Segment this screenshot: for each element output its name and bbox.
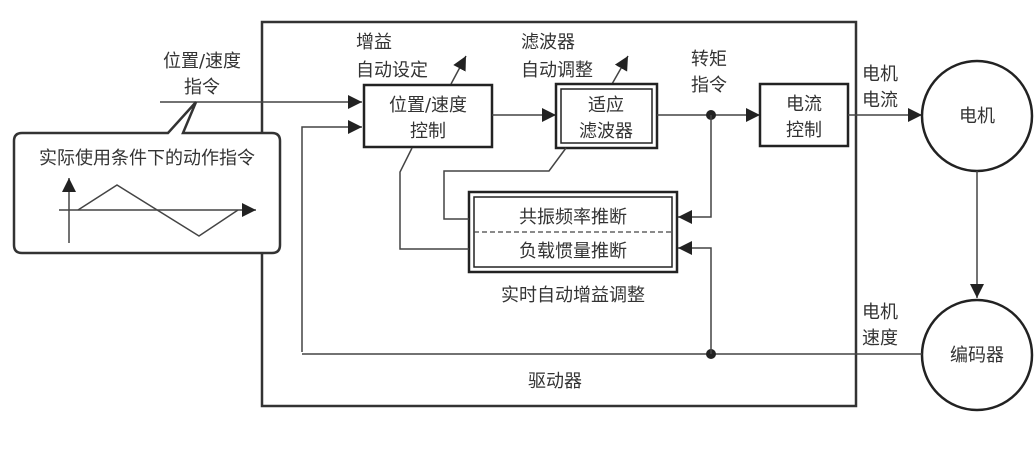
adaptive-filter-inner-border: [560, 88, 653, 144]
pos-speed-label-2: 控制: [410, 121, 446, 142]
motor-current-label-1: 电机: [862, 64, 898, 85]
resonance-to-filter-line: [443, 147, 567, 220]
encoder-label: 编码器: [950, 345, 1004, 366]
motor-current-label-2: 电流: [862, 90, 898, 111]
current-ctrl-label-1: 电流: [786, 94, 822, 115]
input-label-2: 指令: [184, 77, 220, 98]
adaptive-filter-block: [554, 82, 659, 150]
gain-auto-arrow: [450, 55, 467, 85]
current-ctrl-label-2: 控制: [786, 120, 822, 141]
callout-waveform: [77, 184, 239, 237]
filter-auto-label-2: 自动调整: [521, 60, 593, 81]
callout-title: 实际使用条件下的动作指令: [39, 148, 255, 169]
input-label-1: 位置/速度: [163, 51, 241, 72]
encoder-circle: [920, 298, 1034, 412]
torque-to-estimator-arrow: [678, 115, 712, 224]
callout-box: [12, 101, 282, 255]
pos-speed-control-block: [362, 83, 494, 149]
motor-speed-label-2: 速度: [862, 328, 898, 349]
adaptive-filter-label-1: 适应: [588, 95, 624, 116]
filter-auto-label-1: 滤波器: [521, 32, 575, 53]
pos-speed-label-1: 位置/速度: [389, 95, 467, 116]
motor-label: 电机: [959, 106, 995, 127]
torque-cmd-label-2: 指令: [691, 75, 727, 96]
resonance-estimation-label: 共振频率推断: [519, 207, 627, 228]
motor-speed-label-1: 电机: [862, 302, 898, 323]
driver-label: 驱动器: [528, 371, 582, 392]
filter-auto-arrow: [611, 55, 629, 85]
gain-auto-label-2: 自动设定: [356, 60, 428, 81]
current-control-block: [758, 82, 850, 148]
adaptive-filter-label-2: 滤波器: [579, 121, 633, 142]
gain-auto-label-1: 增益: [356, 32, 392, 53]
speed-feedback-line: [301, 120, 362, 352]
torque-cmd-label-1: 转矩: [691, 49, 727, 70]
inertia-to-posctrl-line: [399, 147, 469, 250]
inertia-estimation-label: 负载惯量推断: [519, 241, 627, 262]
speed-to-estimator-arrow: [678, 241, 712, 354]
realtime-gain-label: 实时自动增益调整: [501, 285, 645, 306]
